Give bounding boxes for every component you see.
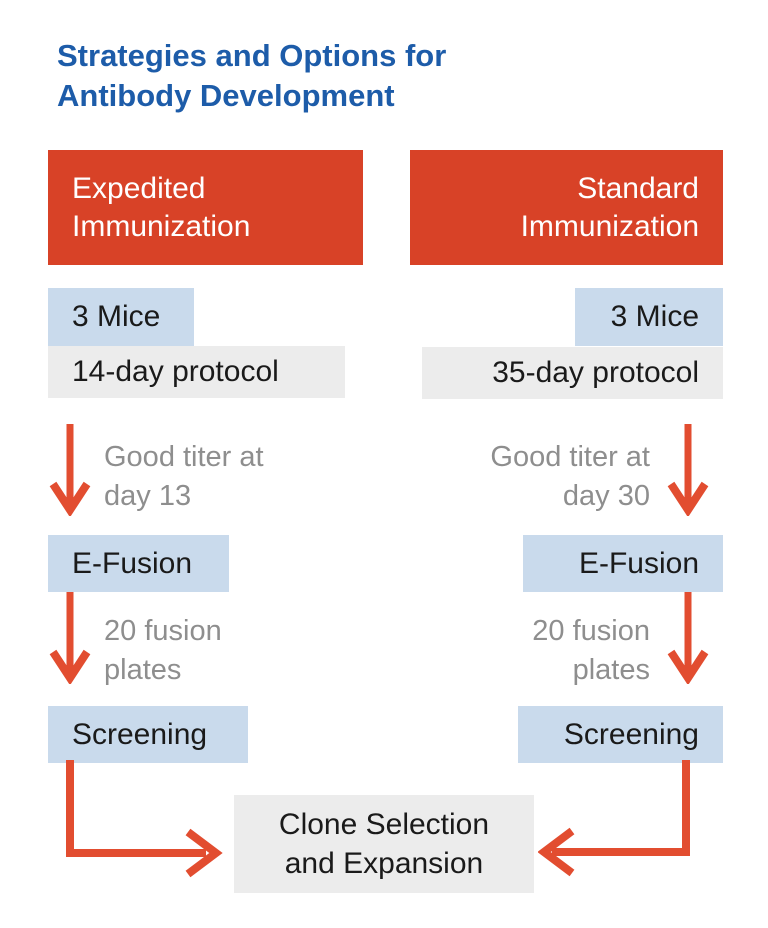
plates-note-standard: 20 fusion plates xyxy=(532,615,650,686)
titer-note-expedited: Good titer at day 13 xyxy=(104,441,264,512)
step-protocol-expedited: 14-day protocol xyxy=(48,346,345,398)
plates-note-expedited: 20 fusion plates xyxy=(104,615,222,686)
header-standard-immunization: Standard Immunization xyxy=(410,150,723,265)
step-clone-selection-expansion: Clone Selection and Expansion xyxy=(234,795,534,893)
step-screening-standard: Screening xyxy=(518,706,723,763)
page-title: Strategies and Options for Antibody Deve… xyxy=(57,38,447,113)
step-mice-expedited: 3 Mice xyxy=(48,288,194,346)
down-arrow-icon xyxy=(49,592,91,684)
elbow-arrow-right-icon xyxy=(66,760,223,878)
step-efusion-expedited: E-Fusion xyxy=(48,535,229,592)
step-protocol-standard: 35-day protocol xyxy=(422,347,723,399)
step-screening-expedited: Screening xyxy=(48,706,248,763)
header-expedited-immunization: Expedited Immunization xyxy=(48,150,363,265)
step-mice-standard: 3 Mice xyxy=(575,288,723,346)
step-efusion-standard: E-Fusion xyxy=(523,535,723,592)
down-arrow-icon xyxy=(667,424,709,516)
down-arrow-icon xyxy=(667,592,709,684)
elbow-arrow-left-icon xyxy=(538,760,690,877)
down-arrow-icon xyxy=(49,424,91,516)
titer-note-standard: Good titer at day 30 xyxy=(490,441,650,512)
